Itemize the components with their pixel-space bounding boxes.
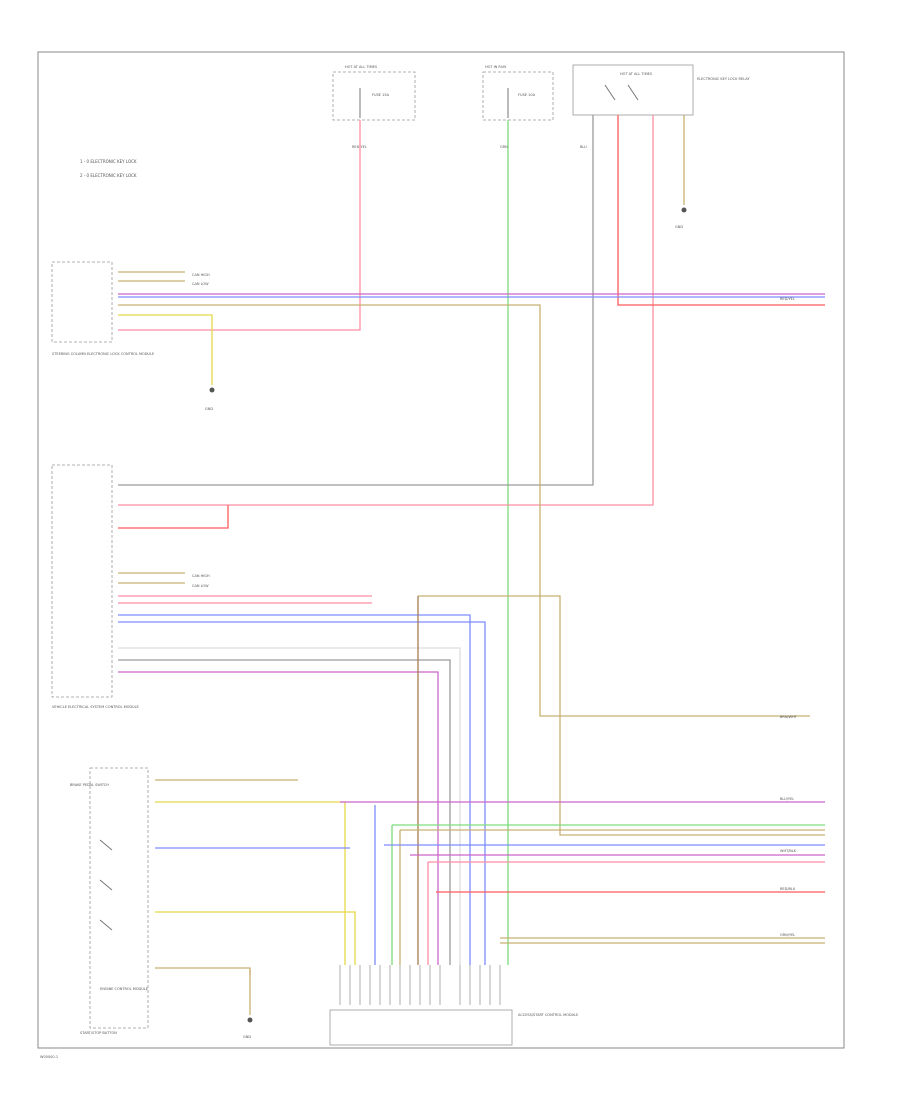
brn-wht-label: BRN/WHT: [780, 715, 798, 719]
fuse-2-label: FUSE 10A: [518, 93, 536, 97]
footer-code: W00000-1: [40, 1055, 58, 1059]
fuse-2-header: HOT IN RUN: [485, 65, 506, 69]
ground-2: GND: [205, 340, 215, 411]
vehicle-electrical-module: VEHICLE ELECTRICAL SYSTEM CONTROL MODULE: [51, 464, 139, 709]
ground-2-label: GND: [205, 407, 213, 411]
ground-3: GND: [243, 970, 253, 1039]
ground-1-label: GND: [675, 225, 683, 229]
can-high-label-1: CAN HIGH: [192, 273, 210, 277]
can-low-label-2: CAN LOW: [192, 584, 209, 588]
legend-item-1: 1 - 0 ELECTRONIC KEY LOCK: [80, 159, 137, 164]
diagram-frame: [37, 51, 845, 1049]
start-stop-button-module: START/STOP BUTTON BRAKE PEDAL SWITCH ENG…: [70, 767, 149, 1035]
fuse-1-label: FUSE 15A: [372, 93, 390, 97]
relay-wire: BLU: [580, 145, 587, 149]
engine-module-label: ENGINE CONTROL MODULE: [100, 987, 148, 991]
wires-top: CAN HIGH CAN LOW BRN/WHT: [118, 115, 825, 965]
start-switch-contacts: [99, 839, 113, 931]
steering-lock-label: STEERING COLUMN ELECTRONIC LOCK CONTROL …: [52, 352, 154, 356]
wires-bottom: BLU/YEL RED/BLU GRN/YEL RED/YEL WHT/BLK: [155, 297, 825, 975]
can-high-label-2: CAN HIGH: [192, 574, 210, 578]
relay-label: ELECTRONIC KEY LOCK RELAY: [697, 77, 750, 81]
legend: 1 - 0 ELECTRONIC KEY LOCK 2 - 0 ELECTRON…: [80, 159, 137, 178]
blu-yel-label: BLU/YEL: [780, 797, 794, 801]
fuse-block-1: HOT AT ALL TIMES FUSE 15A RED/YEL: [332, 65, 416, 149]
access-start-module: ACCESS/START CONTROL MODULE: [329, 1009, 578, 1046]
can-low-label-1: CAN LOW: [192, 282, 209, 286]
fuse-2-wire: GRN: [500, 145, 508, 149]
ground-3-label: GND: [243, 1035, 251, 1039]
connector-pins: [339, 965, 501, 1005]
red-yel-label: RED/YEL: [780, 297, 795, 301]
red-blu-label: RED/BLU: [780, 887, 796, 891]
wht-blk-label: WHT/BLK: [780, 849, 797, 853]
grn-yel-label: GRN/YEL: [780, 933, 795, 937]
wires-middle: CAN HIGH CAN LOW: [118, 505, 825, 965]
relay-block-3: HOT AT ALL TIMES ELECTRONIC KEY LOCK REL…: [572, 64, 750, 149]
steering-lock-module: STEERING COLUMN ELECTRONIC LOCK CONTROL …: [51, 261, 154, 356]
start-button-label: START/STOP BUTTON: [80, 1031, 117, 1035]
vehicle-module-label: VEHICLE ELECTRICAL SYSTEM CONTROL MODULE: [52, 705, 139, 709]
relay-header: HOT AT ALL TIMES: [620, 72, 653, 76]
legend-item-2: 2 - 0 ELECTRONIC KEY LOCK: [80, 173, 137, 178]
fuse-block-2: HOT IN RUN FUSE 10A GRN: [482, 65, 554, 149]
fuse-1-header: HOT AT ALL TIMES: [345, 65, 378, 69]
access-module-label: ACCESS/START CONTROL MODULE: [518, 1013, 578, 1017]
brake-switch-label: BRAKE PEDAL SWITCH: [70, 783, 109, 787]
ground-1: GND: [675, 115, 687, 229]
